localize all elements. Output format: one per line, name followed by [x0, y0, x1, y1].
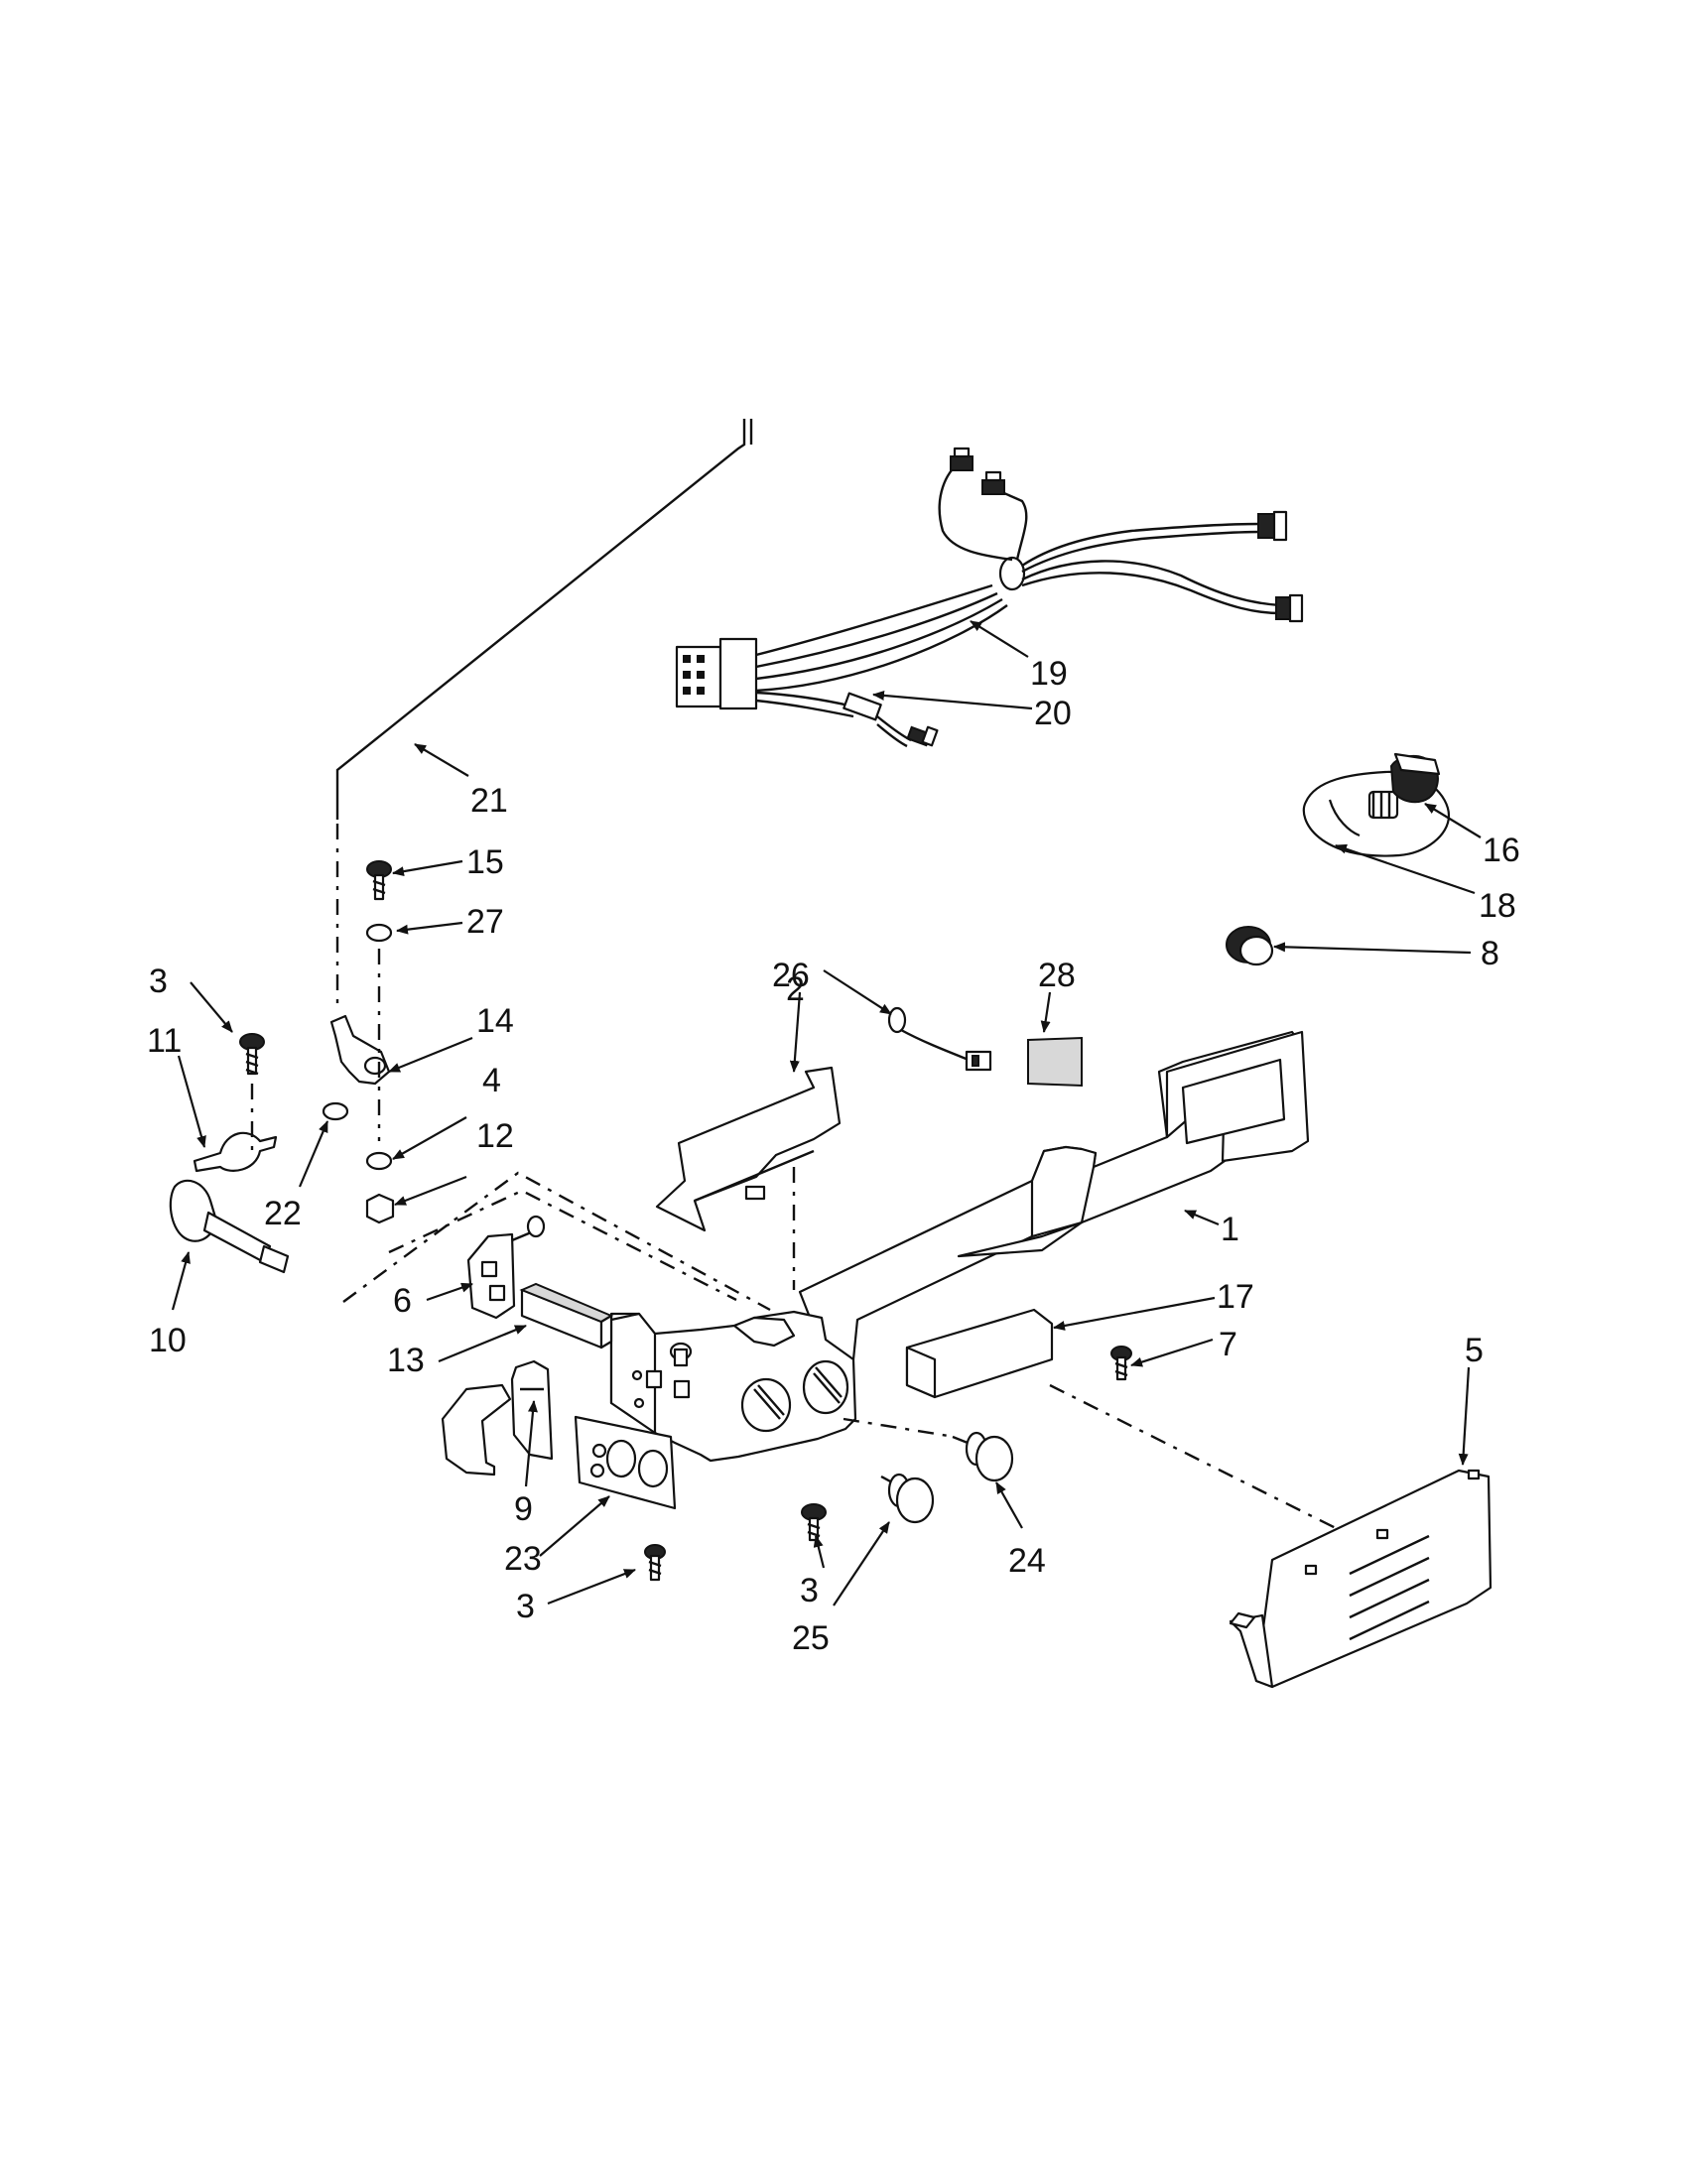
callout-22: 22 [264, 1195, 302, 1232]
washer-27 [365, 923, 393, 943]
screw-center [801, 1503, 827, 1542]
callout-26: 26 [772, 957, 810, 994]
screw-upper-left [239, 1033, 265, 1076]
callout-11: 11 [147, 1022, 182, 1060]
actuator-rod [335, 419, 753, 1012]
callout-7: 7 [1219, 1326, 1237, 1363]
callout-3-center: 3 [800, 1572, 819, 1609]
callout-21: 21 [470, 782, 508, 820]
callout-20: 20 [1034, 695, 1072, 732]
callout-28: 28 [1038, 957, 1076, 994]
insulation [655, 1066, 842, 1232]
lever [329, 1014, 391, 1086]
assembly-line-f [1049, 1383, 1337, 1530]
callout-15: 15 [466, 843, 504, 881]
button-plug [1226, 926, 1274, 966]
callout-6: 6 [393, 1282, 412, 1320]
grille [1229, 1469, 1492, 1689]
shaft [169, 1179, 290, 1274]
callout-1: 1 [1221, 1211, 1239, 1248]
sensor [887, 1006, 992, 1072]
callout-23: 23 [504, 1540, 542, 1578]
leader-arrows [171, 620, 1482, 1606]
knob-right [952, 1431, 1014, 1482]
callout-27: 27 [466, 903, 504, 941]
callout-14: 14 [476, 1002, 514, 1040]
callout-9: 9 [514, 1490, 533, 1528]
callout-labels: 19 20 21 15 27 14 4 12 3 11 22 10 6 13 9… [147, 655, 1520, 1657]
callout-8: 8 [1481, 935, 1499, 972]
screw-15 [366, 860, 392, 901]
washer-4 [365, 1151, 393, 1171]
callout-10: 10 [149, 1322, 187, 1359]
light-bulb-assembly [1302, 752, 1451, 857]
wire-harness [675, 447, 1304, 748]
nut [365, 1193, 395, 1224]
bracket [905, 1308, 1054, 1399]
callout-13: 13 [387, 1342, 425, 1379]
knob-left [880, 1473, 935, 1524]
callout-4: 4 [482, 1062, 501, 1099]
assembly-line-c [342, 1171, 771, 1312]
chute-door [441, 1359, 554, 1477]
clamp [193, 1131, 278, 1173]
switch [466, 1215, 546, 1320]
control-plate [574, 1415, 677, 1510]
callout-25: 25 [792, 1619, 830, 1657]
callout-24: 24 [1008, 1542, 1046, 1580]
callout-16: 16 [1483, 832, 1520, 869]
assembly-line-g [843, 1417, 956, 1439]
callout-3-upper: 3 [149, 963, 168, 1000]
callout-19: 19 [1030, 655, 1068, 693]
callout-2: 2 [786, 970, 805, 1008]
callout-12: 12 [476, 1117, 514, 1155]
callout-17: 17 [1217, 1278, 1254, 1316]
pad [1027, 1036, 1083, 1088]
screw-lower-left [644, 1544, 666, 1582]
assembly-line-d [388, 1189, 737, 1302]
screw-7 [1110, 1346, 1132, 1381]
washer-22 [322, 1101, 349, 1121]
dispenser-housing [609, 1030, 1310, 1463]
callout-18: 18 [1479, 887, 1516, 925]
callout-5: 5 [1465, 1332, 1484, 1369]
callout-3-lower: 3 [516, 1588, 535, 1625]
gasket-strip [519, 1282, 614, 1349]
